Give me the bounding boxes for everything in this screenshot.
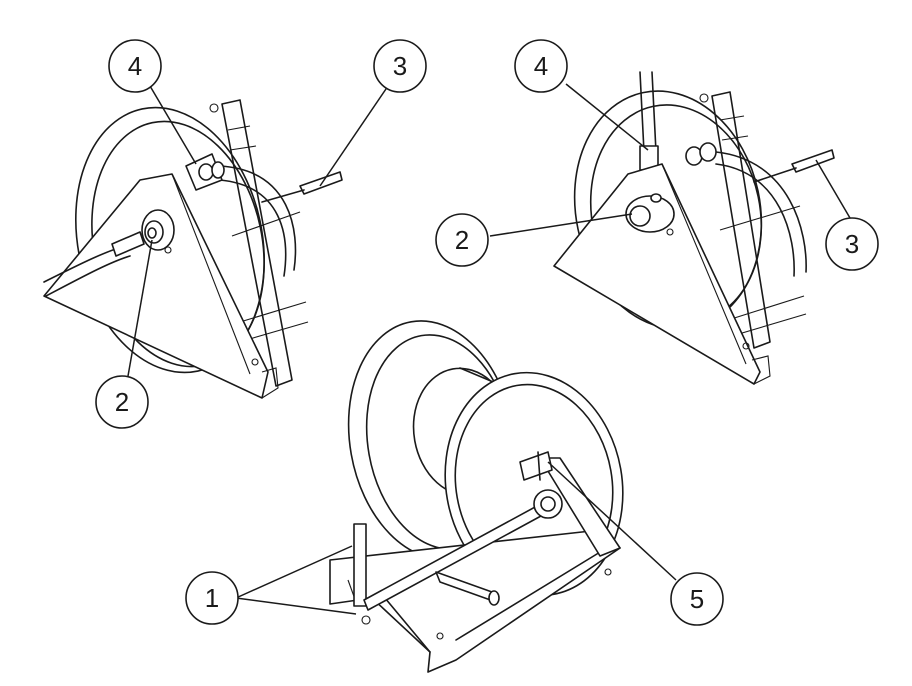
- reel-view-bottom: [329, 320, 624, 673]
- callout-2-top-right: 2: [435, 213, 489, 267]
- reel-view-top-right: [553, 71, 835, 385]
- svg-text:3: 3: [845, 229, 859, 259]
- leader-lines: [127, 83, 851, 615]
- svg-text:3: 3: [393, 51, 407, 81]
- svg-text:2: 2: [115, 387, 129, 417]
- svg-text:4: 4: [534, 51, 548, 81]
- reel-view-top-left: [43, 99, 343, 399]
- callout-4-top-right: 4: [514, 39, 568, 93]
- svg-text:4: 4: [128, 51, 142, 81]
- svg-text:2: 2: [455, 225, 469, 255]
- callout-3-top-right: 3: [825, 217, 879, 271]
- callout-5-bottom: 5: [670, 572, 724, 626]
- callout-3-top-left: 3: [373, 39, 427, 93]
- callout-1-bottom: 1: [185, 571, 239, 625]
- callout-4-top-left: 4: [108, 39, 162, 93]
- callout-2-top-left: 2: [95, 375, 149, 429]
- svg-text:1: 1: [205, 583, 219, 613]
- svg-text:5: 5: [690, 584, 704, 614]
